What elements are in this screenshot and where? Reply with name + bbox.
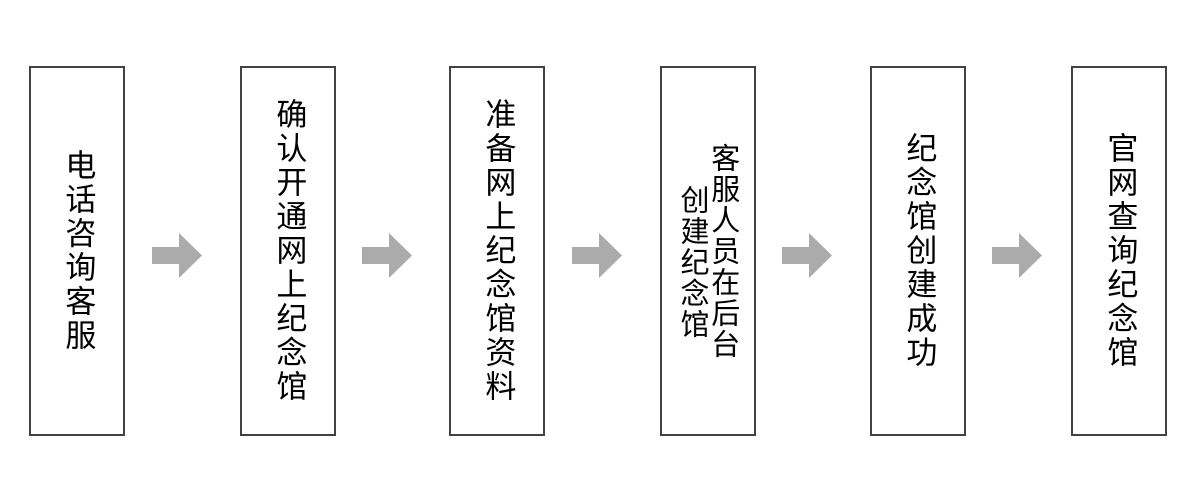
process-node-4-label-column-1: 客服人员在后台 — [706, 142, 741, 360]
process-node-2-label: 确认开通网上纪念馆 — [270, 98, 307, 404]
flow-arrow-2 — [362, 233, 412, 278]
process-node-5[interactable]: 纪念馆创建成功 — [870, 66, 966, 436]
flow-arrow-1 — [152, 233, 202, 278]
process-node-1[interactable]: 电话咨询客服 — [29, 66, 125, 436]
process-node-2[interactable]: 确认开通网上纪念馆 — [240, 66, 336, 436]
process-node-4-label-column-2: 创建纪念馆 — [676, 184, 710, 340]
process-node-1-label: 电话咨询客服 — [59, 149, 96, 353]
process-node-6[interactable]: 官网查询纪念馆 — [1071, 66, 1167, 436]
process-node-4[interactable]: 客服人员在后台 创建纪念馆 — [660, 66, 756, 436]
flow-arrow-4 — [782, 233, 832, 278]
process-node-6-label: 官网查询纪念馆 — [1101, 132, 1138, 370]
flow-arrow-3 — [572, 233, 622, 278]
process-node-3[interactable]: 准备网上纪念馆资料 — [449, 66, 545, 436]
flow-arrow-5 — [992, 233, 1042, 278]
process-node-5-label: 纪念馆创建成功 — [900, 132, 937, 370]
process-node-3-label: 准备网上纪念馆资料 — [479, 98, 516, 404]
